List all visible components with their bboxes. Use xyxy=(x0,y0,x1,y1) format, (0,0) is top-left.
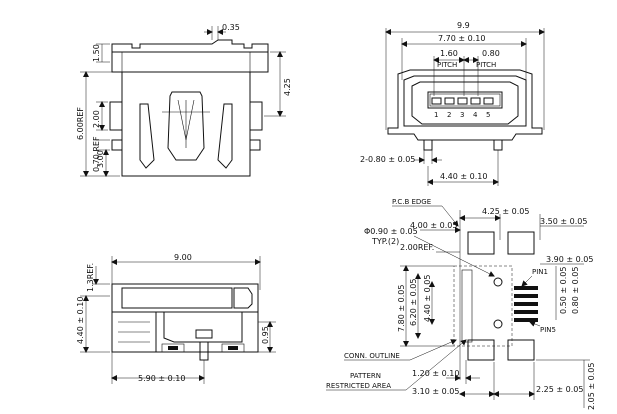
pin-number-4: 4 xyxy=(473,111,478,119)
typ-label: TYP.(2) xyxy=(371,237,399,246)
dim-050: 0.50 ± 0.05 xyxy=(559,267,568,314)
dim-620: 6.20 ± 0.05 xyxy=(409,279,418,326)
dim-080-pcb: 0.80 ± 0.05 xyxy=(571,267,580,314)
dim-425-pcb: 4.25 ± 0.05 xyxy=(482,207,529,216)
top-view: 0.35 1.50 6.00REF 2.00 0.70 REF 3.00 4.2… xyxy=(76,23,292,177)
dim-390: 3.90 ± 0.05 xyxy=(546,255,593,264)
dim-600ref: 6.00REF xyxy=(76,107,85,140)
restricted-area-label: RESTRICTED AREA xyxy=(326,382,391,390)
dim-780: 7.80 ± 0.05 xyxy=(397,285,406,332)
hole-dia-label: Φ0.90 ± 0.05 xyxy=(364,227,418,236)
pcb-edge-label: P.C.B EDGE xyxy=(392,198,431,206)
dim-225: 2.25 ± 0.05 xyxy=(536,385,583,394)
pin-number-5: 5 xyxy=(486,111,490,119)
dim-035: 0.35 xyxy=(222,23,240,32)
dim-99: 9.9 xyxy=(457,21,470,30)
front-view: 9.9 7.70 ± 0.10 1.60 0.80 PITCH PITCH 1 … xyxy=(360,21,545,186)
pin-number-1: 1 xyxy=(434,111,438,119)
dim-900: 9.00 xyxy=(174,253,192,262)
pitch-left: PITCH xyxy=(437,61,457,69)
pcb-layout: P.C.B EDGE 4.25 ± 0.05 4.00 ± 0.05 3.50 … xyxy=(326,198,596,410)
dim-160: 1.60 xyxy=(440,49,458,58)
dim-205: 2.05 ± 0.05 xyxy=(587,363,596,410)
dim-350: 3.50 ± 0.05 xyxy=(540,217,587,226)
pin5-label: PIN5 xyxy=(540,326,556,334)
dim-095: 0.95 xyxy=(261,326,270,344)
pitch-right: PITCH xyxy=(476,61,496,69)
dim-080: 0.80 xyxy=(482,49,500,58)
dim-200: 2.00 xyxy=(92,110,101,128)
dim-440-pcb: 4.40 ± 0.05 xyxy=(423,275,432,322)
dim-070ref: 0.70 REF xyxy=(92,136,101,172)
dim-590: 5.90 ± 0.10 xyxy=(138,374,185,383)
dim-200ref: 2.00REF. xyxy=(400,243,434,252)
pattern-label: PATTERN xyxy=(350,372,381,380)
dim-300: 3.00 xyxy=(96,150,105,168)
dim-425: 4.25 xyxy=(283,78,292,96)
dim-150: 1.50 xyxy=(92,44,101,62)
dim-440-front: 4.40 ± 0.10 xyxy=(440,172,487,181)
dim-770: 7.70 ± 0.10 xyxy=(438,34,485,43)
conn-outline-label: CONN. OUTLINE xyxy=(344,352,400,360)
dim-120: 1.20 ± 0.10 xyxy=(412,369,459,378)
dim-13ref: 1.3REF. xyxy=(86,263,95,292)
pin1-label: PIN1 xyxy=(532,268,548,276)
side-view: 9.00 1.3REF. 4.40 ± 0.10 0.95 xyxy=(76,253,276,384)
dim-400: 4.00 ± 0.05 xyxy=(410,221,457,230)
pin-number-2: 2 xyxy=(447,111,451,119)
dim-2x080: 2-0.80 ± 0.05 xyxy=(360,155,415,164)
pin-number-3: 3 xyxy=(460,111,464,119)
dim-310: 3.10 ± 0.05 xyxy=(412,387,459,396)
dim-440-side: 4.40 ± 0.10 xyxy=(76,297,85,344)
